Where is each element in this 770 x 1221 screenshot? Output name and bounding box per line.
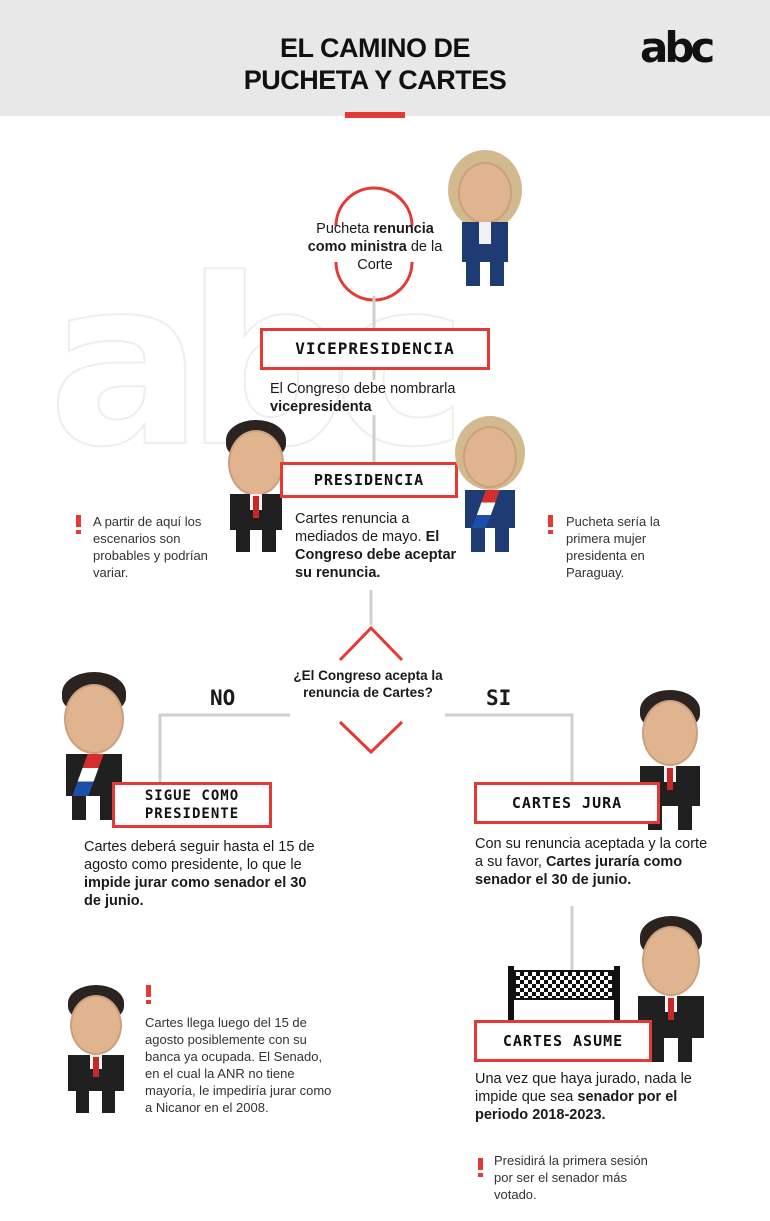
pucheta-figure: [448, 150, 524, 290]
exclamation-icon: [548, 515, 556, 534]
si-branch-text: Con su renuncia aceptada y la corte a su…: [475, 836, 708, 888]
no-branch-note: Cartes llega luego del 15 de agosto posi…: [145, 1015, 332, 1115]
right-note: Pucheta sería la primera mujer president…: [566, 514, 660, 580]
cartes-figure-asume: [636, 916, 708, 1064]
cartes-asume-box: CARTES ASUME: [474, 1020, 652, 1062]
cartes-jura-box: CARTES JURA: [474, 782, 660, 824]
exclamation-icon: [146, 985, 154, 1004]
cartes-figure-sigue: [60, 672, 130, 822]
page-title: EL CAMINO DE PUCHETA Y CARTES: [243, 33, 507, 95]
final-note: Presidirá la primera sesión por ser el s…: [494, 1153, 648, 1202]
si-label: SI: [486, 686, 512, 710]
asume-text: Una vez que haya jurado, nada le impide …: [475, 1071, 692, 1123]
vicepresidencia-box: VICEPRESIDENCIA: [260, 328, 490, 370]
cartes-figure-presidencia: [222, 420, 292, 552]
presidencia-box: PRESIDENCIA: [280, 462, 458, 498]
question-arrow-up: [338, 625, 404, 662]
question-text: ¿El Congreso acepta la renuncia de Carte…: [293, 668, 443, 700]
exclamation-icon: [478, 1158, 486, 1177]
line-si-branch: [445, 713, 574, 788]
vice-text: El Congreso debe nombrarla vicepresident…: [270, 381, 456, 415]
pucheta-figure-presidenta: [455, 416, 527, 552]
question-arrow-down: [338, 720, 404, 755]
presidencia-text: Cartes renuncia a mediados de mayo. El C…: [295, 511, 457, 581]
no-label: NO: [210, 686, 236, 710]
line-no-branch: [158, 713, 290, 790]
title-accent-bar: [345, 112, 405, 118]
left-note: A partir de aquí los escenarios son prob…: [93, 514, 208, 580]
sigue-como-presidente-box: SIGUE COMO PRESIDENTE: [112, 782, 272, 828]
exclamation-icon: [76, 515, 84, 534]
header-band: [0, 0, 770, 116]
cartes-figure-llega: [66, 985, 128, 1115]
no-branch-text: Cartes deberá seguir hasta el 15 de agos…: [84, 839, 315, 909]
start-text: Pucheta renuncia como ministra de la Cor…: [307, 221, 443, 273]
checkered-flag-icon: [508, 966, 620, 1024]
start-arc-top: [334, 186, 414, 227]
abc-logo: abc: [640, 23, 715, 72]
